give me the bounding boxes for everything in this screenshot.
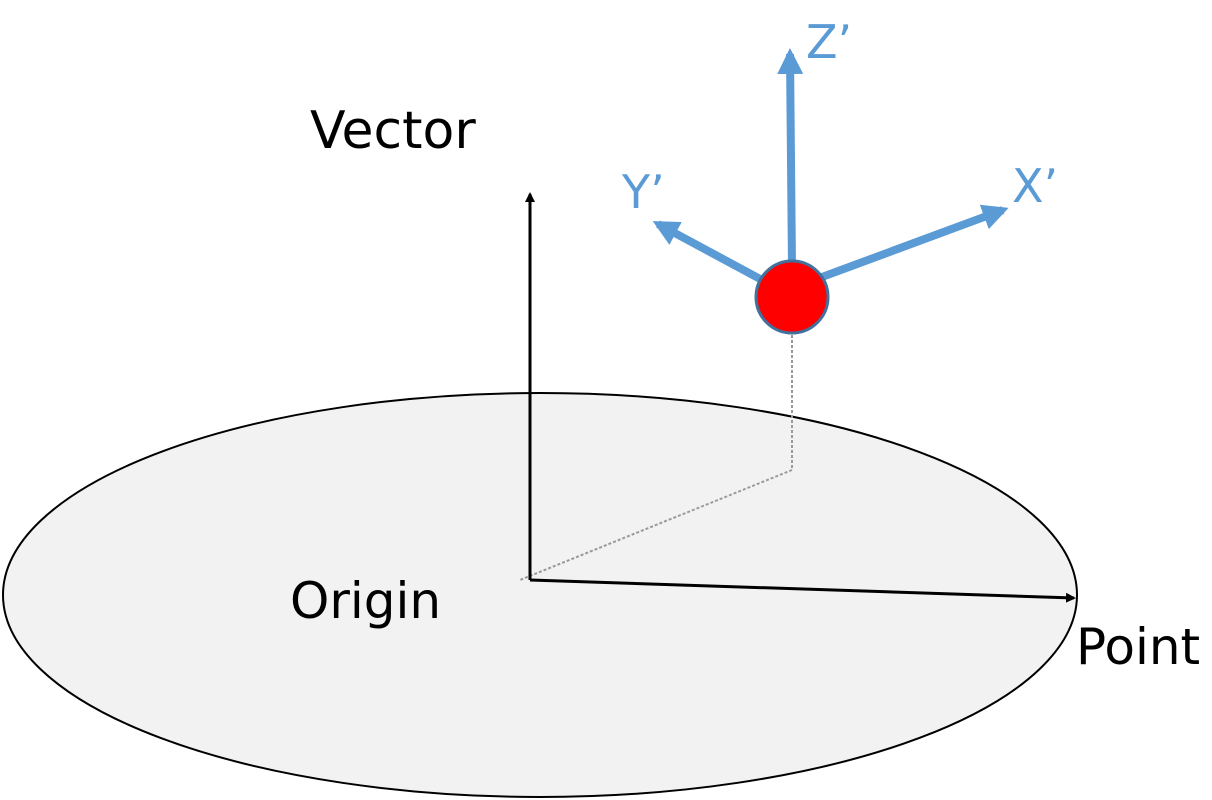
point-arrow bbox=[529, 578, 1076, 603]
point-ball bbox=[754, 259, 830, 335]
vector-label: Vector bbox=[310, 101, 476, 161]
z-prime-label: Z’ bbox=[806, 15, 852, 69]
x-prime-axis-arrow bbox=[820, 204, 1009, 281]
x-prime-label: X’ bbox=[1012, 159, 1058, 213]
z-prime-axis-arrow bbox=[777, 48, 804, 269]
origin-label: Origin bbox=[290, 572, 441, 630]
projection-dotted-line bbox=[519, 335, 793, 581]
point-label: Point bbox=[1076, 618, 1200, 676]
y-prime-label: Y’ bbox=[621, 165, 665, 219]
y-prime-axis-arrow bbox=[652, 220, 764, 284]
plane-ellipse bbox=[2, 392, 1078, 798]
